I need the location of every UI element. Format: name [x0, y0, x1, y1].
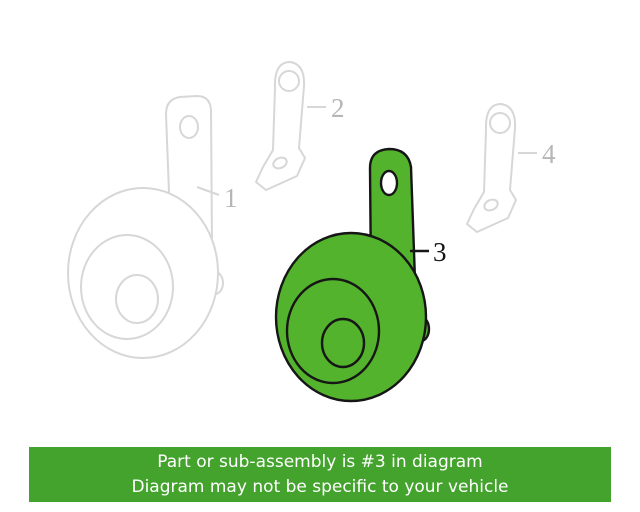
bracket-part-2: [255, 61, 326, 191]
part1-bracket-hole: [179, 115, 199, 139]
leader-line-1: [196, 186, 220, 196]
horn-part-3-highlighted: [274, 147, 431, 403]
part-label-1: 1: [224, 183, 238, 213]
part-label-4: 4: [542, 139, 556, 169]
part2-bottom-hole: [272, 156, 288, 170]
horn-part-1: [67, 95, 224, 359]
part4-top-hole: [489, 112, 511, 134]
part-label-3: 3: [433, 237, 447, 267]
part4-bracket-body: [466, 103, 517, 233]
footer-line-2: Diagram may not be specific to your vehi…: [131, 476, 509, 497]
part1-horn-center: [115, 274, 159, 324]
bracket-part-4: [466, 103, 537, 233]
part4-bottom-hole: [483, 198, 499, 212]
part3-horn-center: [320, 317, 366, 369]
diagram-canvas: 1 2 3 4: [67, 61, 556, 403]
footer-banner: Part or sub-assembly is #3 in diagram Di…: [29, 447, 611, 502]
part2-top-hole: [278, 70, 300, 92]
part2-bracket-body: [255, 61, 306, 191]
footer-line-1: Part or sub-assembly is #3 in diagram: [157, 451, 483, 472]
part-label-2: 2: [331, 93, 345, 123]
part3-bracket-hole: [379, 169, 399, 197]
